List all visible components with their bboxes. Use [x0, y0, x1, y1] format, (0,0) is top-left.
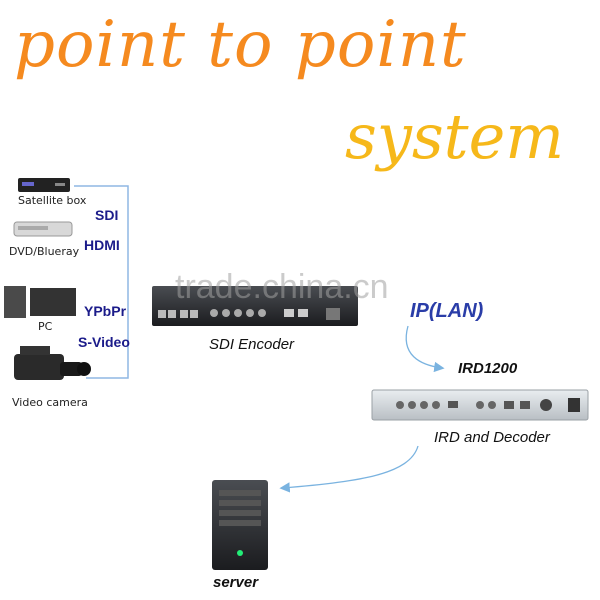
satellite-box-label: Satellite box — [18, 194, 87, 207]
title-line-1: point to point — [14, 8, 467, 82]
ip-link-arrow — [405, 325, 445, 373]
pc-image — [4, 286, 76, 318]
server-link-arrow — [279, 445, 419, 493]
ip-lan-label: IP(LAN) — [410, 300, 484, 322]
title-line-2: system — [345, 100, 565, 173]
ird-decoder-image — [371, 389, 589, 421]
signal-svideo: S-Video — [78, 334, 130, 350]
server-label: server — [213, 574, 259, 591]
sdi-encoder-image — [152, 286, 358, 326]
video-camera-label: Video camera — [12, 396, 88, 409]
satellite-box-image — [18, 178, 70, 192]
ird-decoder-label: IRD and Decoder — [434, 429, 550, 446]
dvd-player-image — [13, 221, 73, 237]
server-image — [212, 480, 268, 570]
video-camera-image — [14, 346, 91, 380]
watermark: trade.china.cn — [175, 268, 389, 306]
ird-model-label: IRD1200 — [458, 360, 518, 377]
signal-hdmi: HDMI — [84, 237, 120, 253]
signal-ypbpr: YPbPr — [84, 303, 127, 319]
source-bracket — [74, 185, 129, 379]
dvd-label: DVD/Blueray — [9, 245, 80, 258]
sdi-encoder-label: SDI Encoder — [209, 336, 295, 353]
signal-sdi: SDI — [95, 207, 119, 223]
pc-label: PC — [38, 320, 53, 333]
